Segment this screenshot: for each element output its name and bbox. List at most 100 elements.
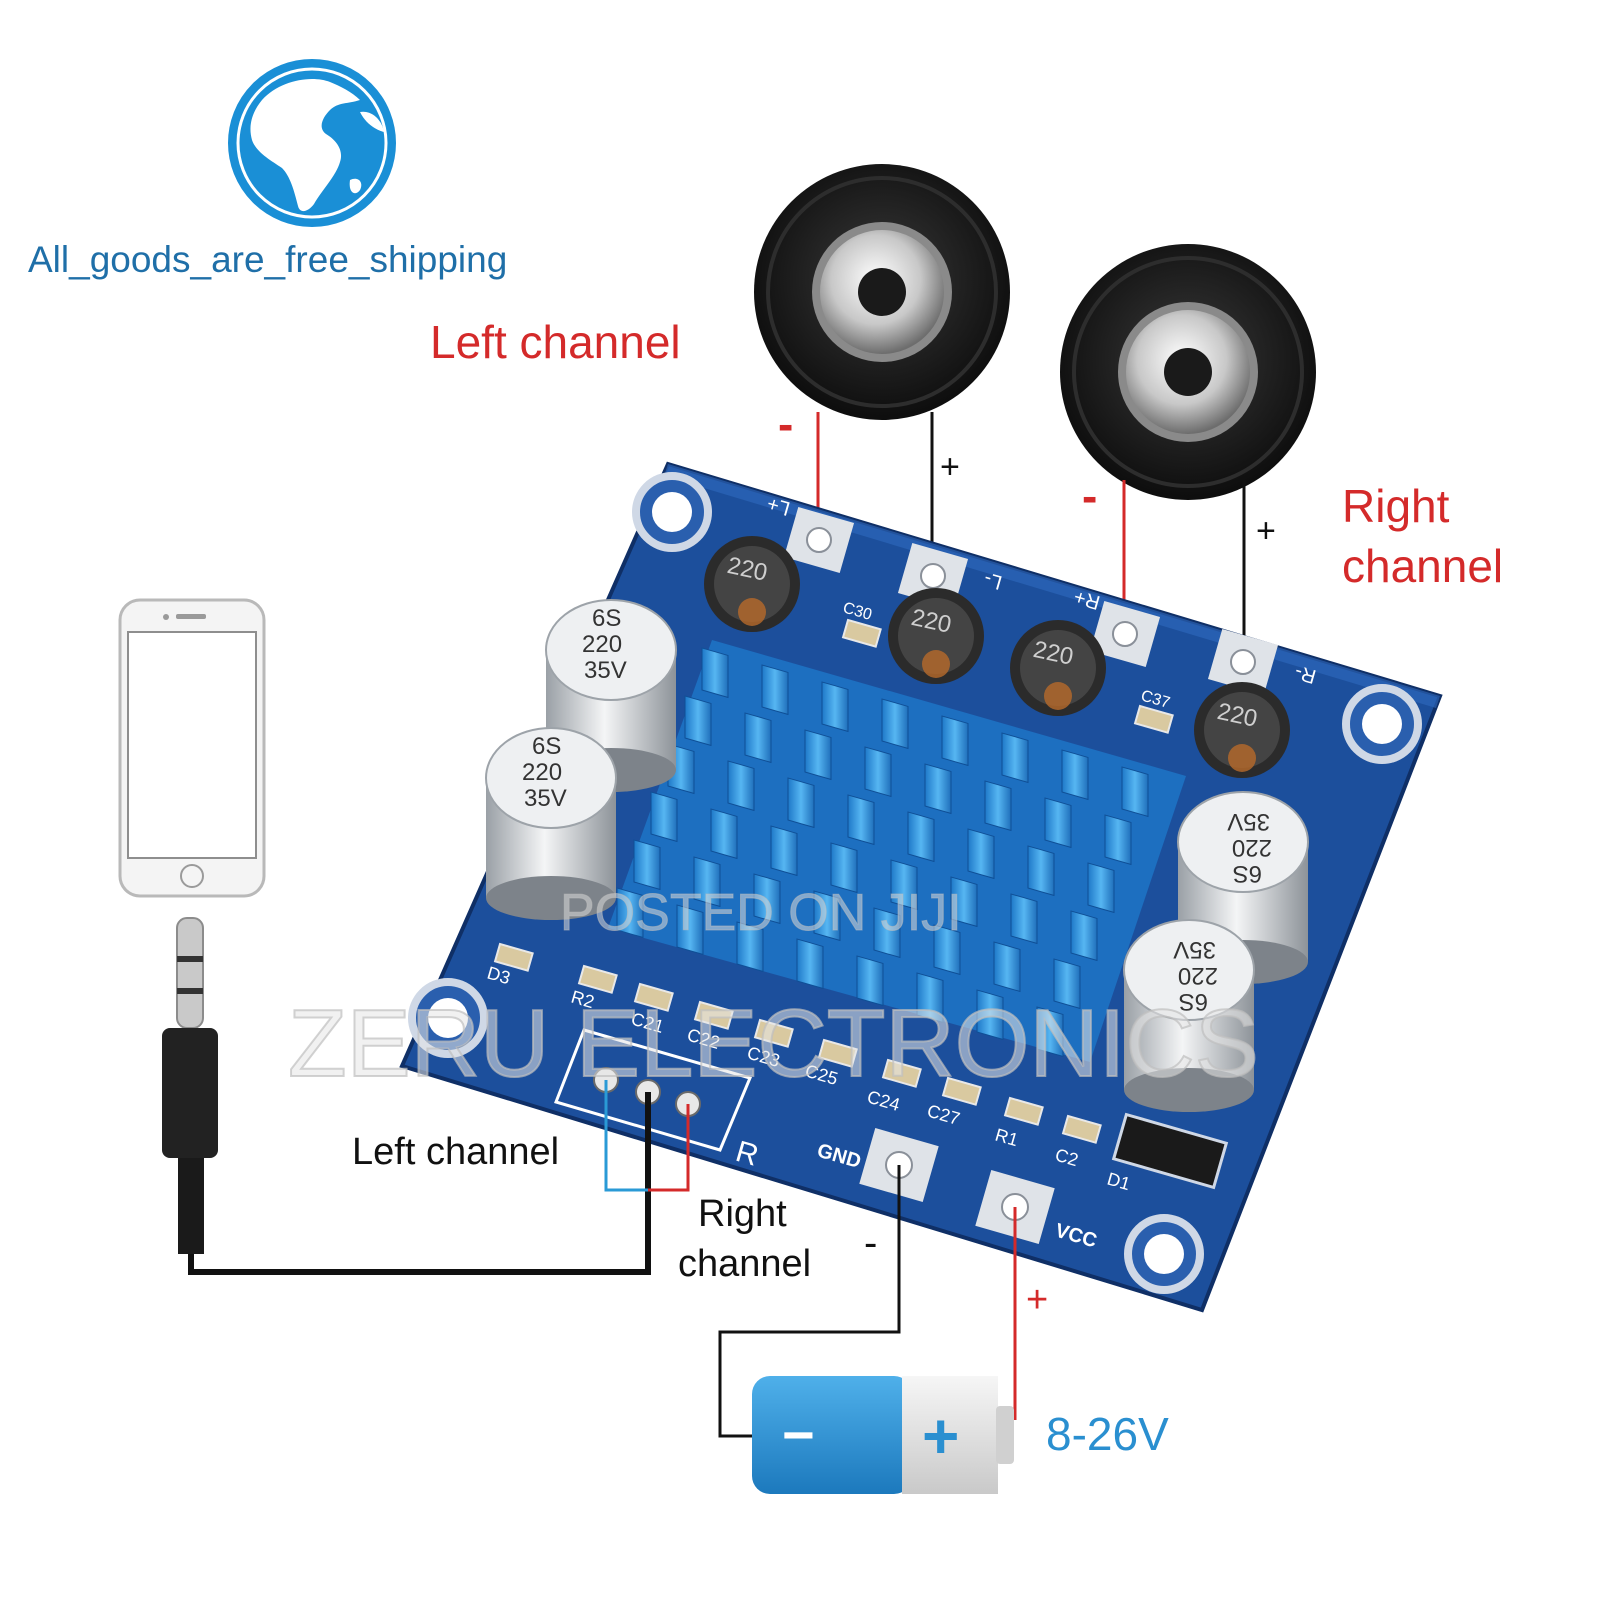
heatsink-fin — [1010, 893, 1038, 945]
smd-part — [493, 942, 534, 972]
capacitor: 6S 220 35V — [485, 727, 617, 920]
heatsink-fin — [924, 763, 952, 815]
smd-part — [881, 1058, 922, 1088]
heatsink-fin — [676, 904, 704, 956]
heatsink-fin — [1027, 845, 1055, 897]
smd-part — [1133, 704, 1174, 734]
heatsink-fin — [804, 729, 832, 781]
smd-part — [693, 1000, 734, 1030]
svg-text:220: 220 — [1232, 834, 1272, 861]
heatsink — [608, 640, 1186, 1062]
smd-part — [1003, 1096, 1044, 1126]
diode-d1 — [1111, 1112, 1229, 1190]
watermark-posted: POSTED ON JIJI — [560, 884, 962, 942]
heatsink-fin — [770, 825, 798, 877]
left-input-wire — [604, 1080, 648, 1192]
heatsink-fin — [856, 955, 884, 1007]
inductor: 220 — [888, 588, 984, 684]
pad-r-plus — [1089, 601, 1161, 667]
mounting-hole — [1124, 1214, 1204, 1294]
input-left-label: Left channel — [352, 1131, 559, 1173]
heatsink-fin — [967, 828, 995, 880]
brand-logo — [228, 59, 396, 227]
heatsink-fin — [753, 873, 781, 925]
capacitor: 6S 220 35V — [545, 599, 677, 792]
voltage-range: 8-26V — [1046, 1408, 1169, 1460]
smd-part — [577, 964, 618, 994]
heatsink-fin — [1061, 749, 1089, 801]
heatsink-fin — [976, 989, 1004, 1041]
battery-plus-symbol: + — [922, 1400, 959, 1472]
continents-shape — [250, 79, 360, 212]
heatsink-fin — [744, 712, 772, 764]
jack-cable — [188, 1092, 651, 1275]
heatsink-fin — [787, 777, 815, 829]
brand-slogan: All_goods_are_free_shipping — [28, 239, 507, 280]
gnd-wire — [718, 1165, 901, 1438]
svg-text:6S: 6S — [1233, 860, 1262, 887]
svg-text:220: 220 — [1178, 962, 1218, 989]
left-speaker-minus-sign: - — [778, 398, 793, 450]
heatsink-fin — [633, 839, 661, 891]
inductor: 220 — [1194, 682, 1290, 778]
mounting-hole — [632, 472, 712, 552]
heatsink-fin — [830, 842, 858, 894]
heatsink-fin — [993, 941, 1021, 993]
heatsink-fin — [1121, 766, 1149, 818]
inductor: 220 — [704, 536, 800, 632]
heatsink-fin — [1036, 1006, 1064, 1058]
watermark-company: ZERU ELECTRONICS — [288, 990, 1259, 1097]
heatsink-fin — [1087, 862, 1115, 914]
heatsink-fin — [941, 715, 969, 767]
battery-icon: − + — [752, 1376, 1014, 1494]
heatsink-fin — [864, 746, 892, 798]
right-input-wire — [648, 1104, 690, 1192]
heatsink-fin — [933, 924, 961, 976]
audio-jack-plug — [162, 917, 218, 1254]
svg-text:220: 220 — [522, 759, 562, 786]
heatsink-fin — [796, 938, 824, 990]
heatsink-fin — [616, 887, 644, 939]
heatsink-fin — [1044, 797, 1072, 849]
smd-part — [817, 1038, 858, 1068]
power-plus-sign: + — [1026, 1279, 1048, 1321]
right-speaker-minus-sign: - — [1082, 470, 1097, 522]
mounting-hole — [408, 978, 488, 1058]
smd-part — [633, 982, 674, 1012]
left-speaker — [754, 164, 1010, 420]
left-speaker-plus-sign: + — [940, 448, 960, 486]
heatsink-fin — [821, 681, 849, 733]
svg-text:6S: 6S — [532, 733, 561, 760]
svg-text:6S: 6S — [1179, 988, 1208, 1015]
power-minus-sign: - — [864, 1221, 877, 1265]
heatsink-fin — [684, 695, 712, 747]
heatsink-fin — [984, 780, 1012, 832]
pad-l-plus — [783, 507, 855, 573]
heatsink-fin — [1053, 958, 1081, 1010]
right-speaker — [1060, 244, 1316, 500]
svg-text:35V: 35V — [584, 657, 627, 684]
heatsink-fin — [650, 791, 678, 843]
smd-part — [753, 1018, 794, 1048]
heatsink-fin — [847, 794, 875, 846]
right-speaker-plus-sign: + — [1256, 512, 1276, 550]
pad-label-l-minus: L- — [981, 567, 1004, 593]
smd-components — [493, 618, 1174, 1144]
svg-text:35V: 35V — [1173, 936, 1216, 963]
heatsink-fin — [950, 876, 978, 928]
heatsink-fin — [916, 972, 944, 1024]
pad-r-minus — [1207, 629, 1279, 695]
heatsink-fin — [881, 698, 909, 750]
input-right-label-line1: Right — [698, 1193, 787, 1235]
smd-part — [941, 1076, 982, 1106]
heatsink-fin — [693, 856, 721, 908]
inductor: 220 — [1010, 620, 1106, 716]
heatsink-fin — [873, 907, 901, 959]
capacitor: 6S 220 35V — [1123, 919, 1255, 1112]
heatsink-fin — [890, 859, 918, 911]
heatsink-fin — [727, 760, 755, 812]
svg-text:6S: 6S — [592, 605, 621, 632]
smartphone — [118, 598, 266, 898]
heatsink-fin — [761, 664, 789, 716]
